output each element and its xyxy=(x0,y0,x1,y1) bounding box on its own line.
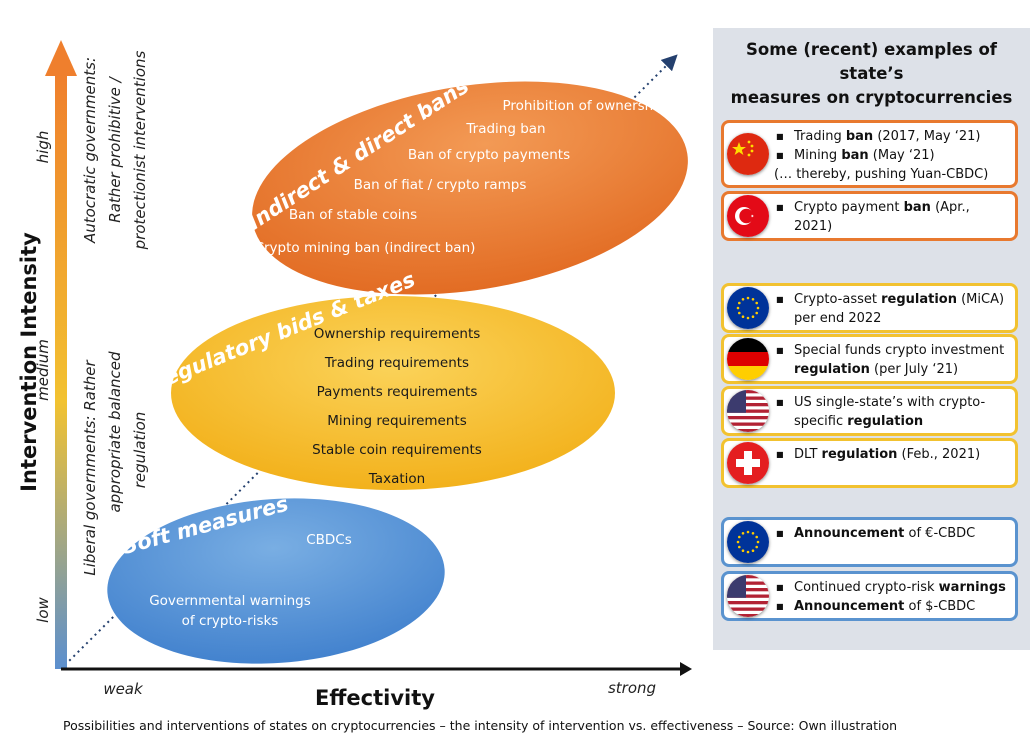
liberal-note-line3: regulation xyxy=(131,412,149,489)
example-keyword: warnings xyxy=(938,580,1006,595)
example-text: Crypto-asset xyxy=(794,292,882,307)
germany-flag-icon xyxy=(727,338,769,380)
soft-ellipse xyxy=(107,498,445,664)
example-keyword: regulation xyxy=(847,414,924,429)
example-text: of $-CBDC xyxy=(904,599,976,614)
panel-title-line2: measures on cryptocurrencies xyxy=(730,88,1013,107)
example-text: per end 2022 xyxy=(794,311,882,326)
eu-flag-icon xyxy=(727,521,769,563)
example-text: specific xyxy=(794,414,848,429)
y-level-low: low xyxy=(34,596,52,622)
example-keyword: Announcement xyxy=(794,526,905,541)
bans-item: Ban of fiat / crypto ramps xyxy=(354,177,527,193)
example-text: (2017, May ‘21) xyxy=(873,129,981,144)
example-keyword: ban xyxy=(841,148,869,163)
bans-item: Ban of crypto payments xyxy=(408,147,570,163)
example-text: US single-state’s with crypto- xyxy=(794,395,986,410)
bans-item: Trading ban xyxy=(465,121,545,137)
example-eu-cbdc: ■Announcement of €-CBDC xyxy=(721,517,1018,567)
china-flag-icon xyxy=(727,133,769,175)
example-switzerland: ■DLT regulation (Feb., 2021) xyxy=(721,438,1018,488)
y-axis-title: Intervention Intensity xyxy=(17,232,41,492)
example-text: Continued crypto-risk xyxy=(794,580,939,595)
example-keyword: Announcement xyxy=(794,599,905,614)
example-keyword: regulation xyxy=(794,362,870,377)
example-text: (per July ‘21) xyxy=(869,362,959,377)
y-level-high: high xyxy=(34,131,52,164)
regulatory-item: Taxation xyxy=(368,471,425,487)
regulatory-item: Ownership requirements xyxy=(314,326,481,342)
panel-title-line1: Some (recent) examples of state’s xyxy=(745,40,997,83)
figure-caption: Possibilities and interventions of state… xyxy=(63,718,898,733)
example-turkey: ■Crypto payment ban (Apr., 2021) xyxy=(721,191,1018,241)
example-usa-regulation: ■US single-state’s with crypto- specific… xyxy=(721,386,1018,436)
soft-item: of crypto-risks xyxy=(182,613,279,629)
example-keyword: ban xyxy=(903,200,931,215)
liberal-note-line2: appropriate balanced xyxy=(106,351,124,513)
x-axis-arrowhead xyxy=(680,662,692,676)
regulatory-item: Stable coin requirements xyxy=(312,442,482,458)
example-china: ■Trading ban (2017, May ‘21) ■Mining ban… xyxy=(721,120,1018,188)
turkey-flag-icon xyxy=(727,195,769,237)
x-axis-title: Effectivity xyxy=(315,686,435,710)
example-text: of €-CBDC xyxy=(904,526,976,541)
example-text: (… thereby, pushing Yuan-CBDC) xyxy=(774,167,989,182)
example-text: (May ‘21) xyxy=(868,148,935,163)
example-text: Crypto payment xyxy=(794,200,904,215)
example-keyword: regulation xyxy=(881,292,957,307)
regulatory-item: Mining requirements xyxy=(327,413,466,429)
usa-flag-icon xyxy=(727,390,769,432)
example-keyword: ban xyxy=(845,129,874,144)
autocratic-note-line1: Autocratic governments: xyxy=(81,57,99,244)
eu-flag-icon xyxy=(727,287,769,329)
example-text: (MiCA) xyxy=(956,292,1005,307)
regulatory-item: Trading requirements xyxy=(324,355,469,371)
liberal-note-line1: Liberal governments: Rather xyxy=(81,360,99,576)
example-text: Special funds crypto investment xyxy=(794,343,1005,358)
example-text: Trading xyxy=(794,129,846,144)
usa-flag-icon xyxy=(727,575,769,617)
example-text: (Feb., 2021) xyxy=(897,447,981,462)
autocratic-note-line2: Rather prohibitive / xyxy=(106,75,124,222)
bans-item: Prohibition of ownership xyxy=(502,98,665,114)
autocratic-note-line3: protectionist interventions xyxy=(131,50,149,250)
example-germany: ■Special funds crypto investment regulat… xyxy=(721,334,1018,384)
bans-item: Ban of stable coins xyxy=(289,207,417,223)
x-level-strong: strong xyxy=(608,679,656,697)
example-eu-mica: ■Crypto-asset regulation (MiCA) per end … xyxy=(721,283,1018,333)
y-axis-bar xyxy=(55,74,67,669)
regulatory-item: Payments requirements xyxy=(317,384,478,400)
example-keyword: regulation xyxy=(821,447,898,462)
y-axis-arrowhead xyxy=(45,40,77,76)
x-level-weak: weak xyxy=(103,680,144,698)
soft-item: Governmental warnings xyxy=(149,593,311,609)
example-text: (Apr., 2021) xyxy=(794,200,970,234)
example-text: Mining xyxy=(794,148,842,163)
bans-ellipse xyxy=(252,81,688,295)
examples-panel: Some (recent) examples of state’s measur… xyxy=(713,28,1030,650)
regulatory-ellipse xyxy=(171,296,615,490)
switzerland-flag-icon xyxy=(727,442,769,484)
bans-item: Crypto mining ban (indirect ban) xyxy=(255,240,476,256)
example-text: DLT xyxy=(794,447,822,462)
soft-item: CBDCs xyxy=(306,532,352,548)
example-usa-cbdc: ■Continued crypto-risk warnings ■Announc… xyxy=(721,571,1018,621)
panel-title: Some (recent) examples of state’s measur… xyxy=(713,38,1030,110)
y-level-medium: medium xyxy=(34,339,52,401)
